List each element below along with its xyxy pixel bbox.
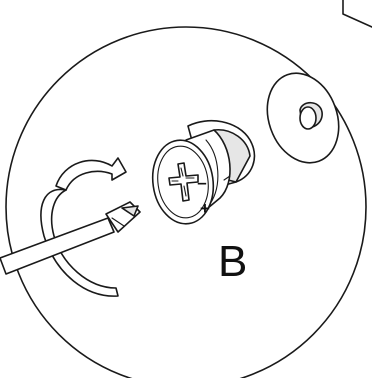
step-label: B (218, 237, 247, 286)
cam-lock-icon: – + (147, 121, 254, 228)
panel-corner (343, 0, 372, 27)
dowel-socket-icon (255, 63, 350, 173)
cam-minus-mark: – (197, 173, 206, 192)
screwdriver-icon (0, 202, 140, 274)
cam-plus-mark: + (200, 199, 210, 218)
